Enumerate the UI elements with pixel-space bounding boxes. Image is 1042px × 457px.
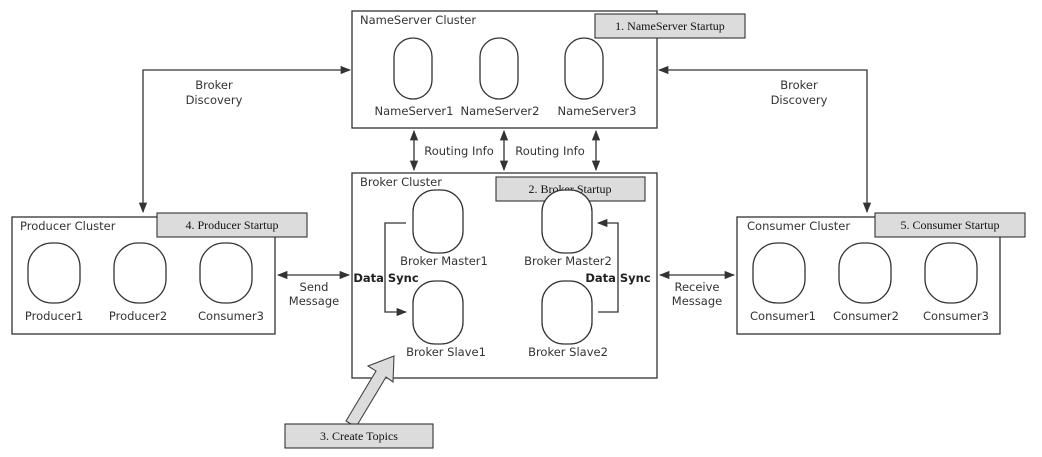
nameserver2-node <box>479 37 519 100</box>
broker-startup-label: 2. Broker Startup <box>529 182 612 196</box>
consumer3-node <box>924 242 978 304</box>
nameserver1-label: NameServer1 <box>375 104 454 118</box>
broker-slave2-label: Broker Slave2 <box>528 345 608 359</box>
nameserver-cluster: NameServer Cluster 1. NameServer Startup… <box>351 10 746 129</box>
broker-master2-label: Broker Master2 <box>524 254 612 268</box>
receive-message-line2: Message <box>672 294 722 308</box>
consumer-cluster: Consumer Cluster 5. Consumer Startup Con… <box>736 212 1026 335</box>
create-topics-label: 3. Create Topics <box>320 429 398 443</box>
producer-cluster-consumer3-label: Consumer3 <box>198 309 264 323</box>
receive-message-line1: Receive <box>674 280 719 294</box>
consumer-startup-box <box>874 212 1026 238</box>
data-sync-right-arrow <box>596 218 619 313</box>
broker-discovery-left-line2: Discovery <box>186 93 243 107</box>
broker-master1-node <box>412 189 464 254</box>
nameserver-startup-label: 1. NameServer Startup <box>615 19 725 33</box>
send-message-line1: Send <box>300 280 329 294</box>
create-topics-box <box>284 423 434 449</box>
nameserver3-label: NameServer3 <box>558 104 637 118</box>
send-message-line2: Message <box>289 294 339 308</box>
nameserver-cluster-title: NameServer Cluster <box>360 13 476 27</box>
consumer-cluster-title: Consumer Cluster <box>747 219 850 233</box>
broker-discovery-right-line1: Broker <box>780 78 818 92</box>
broker-cluster-title: Broker Cluster <box>360 175 442 189</box>
producer-cluster-title: Producer Cluster <box>20 219 116 233</box>
broker-cluster: Broker Cluster 2. Broker Startup Broker … <box>351 172 658 379</box>
broker-discovery-left-line1: Broker <box>195 78 233 92</box>
broker-master1-label: Broker Master1 <box>400 254 488 268</box>
producer2-label: Producer2 <box>109 309 167 323</box>
consumer2-label: Consumer2 <box>833 309 899 323</box>
producer1-node <box>27 242 81 304</box>
producer-cluster-consumer3-node <box>199 242 253 304</box>
nameserver1-node <box>393 37 433 100</box>
consumer3-label: Consumer3 <box>923 309 989 323</box>
broker-slave2-node <box>541 280 593 345</box>
broker-slave1-node <box>412 280 464 345</box>
consumer1-node <box>752 242 806 304</box>
broker-master2-node <box>541 189 593 254</box>
consumer1-label: Consumer1 <box>750 309 816 323</box>
nameserver3-node <box>564 37 604 100</box>
producer-startup-box <box>156 212 308 238</box>
consumer2-node <box>838 242 892 304</box>
data-sync-left-arrow <box>384 222 408 317</box>
consumer-startup-label: 5. Consumer Startup <box>901 218 1000 232</box>
nameserver-startup-box <box>594 13 746 39</box>
broker-discovery-right-arrow <box>657 65 872 214</box>
producer1-label: Producer1 <box>25 309 83 323</box>
producer-cluster: Producer Cluster 4. Producer Startup Pro… <box>11 212 308 335</box>
data-sync-left-label: Data Sync <box>353 271 419 285</box>
nameserver2-label: NameServer2 <box>461 104 540 118</box>
producer2-node <box>113 242 167 304</box>
broker-discovery-left-arrow <box>138 65 352 214</box>
routing-info-left-label: Routing Info <box>424 144 494 158</box>
broker-discovery-right-line2: Discovery <box>771 93 828 107</box>
producer-startup-label: 4. Producer Startup <box>186 218 279 232</box>
routing-info-right-label: Routing Info <box>515 144 585 158</box>
broker-slave1-label: Broker Slave1 <box>406 345 486 359</box>
data-sync-right-label: Data Sync <box>585 271 651 285</box>
